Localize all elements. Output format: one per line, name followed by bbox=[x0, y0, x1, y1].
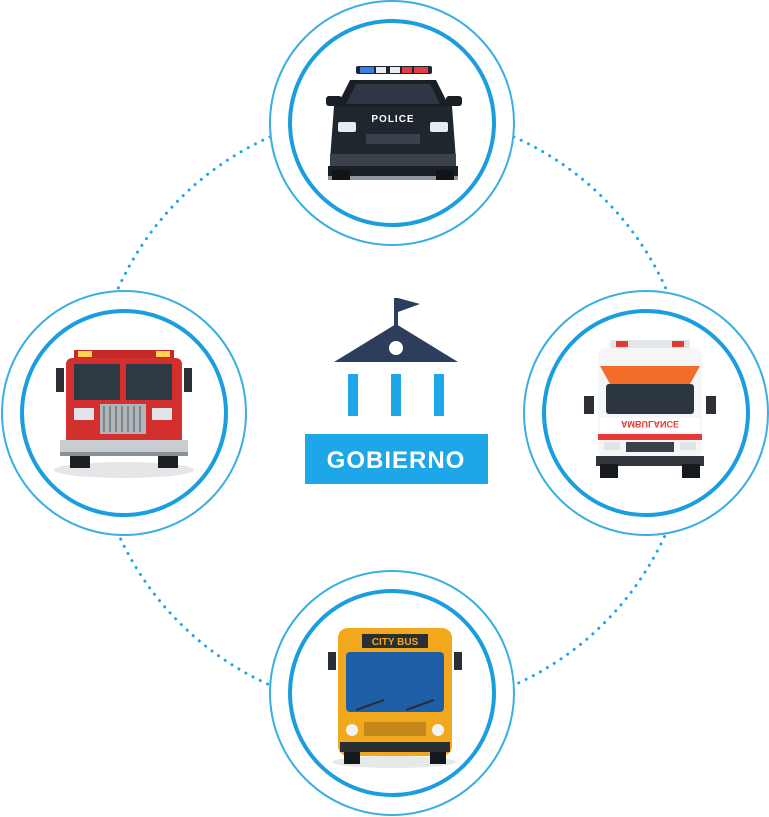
government-label-bg bbox=[305, 434, 488, 484]
ambulance-icon: AMBULANCE bbox=[584, 340, 716, 478]
government-label: GOBIERNO bbox=[327, 447, 466, 474]
city-bus-text: CITY BUS bbox=[372, 637, 419, 648]
government-center: GOBIERNO bbox=[305, 298, 488, 484]
police-node-inner-ring bbox=[288, 19, 496, 227]
fire-node-outer-ring bbox=[1, 290, 247, 536]
police-node: POLICE bbox=[269, 0, 515, 246]
ambulance-node: AMBULANCE bbox=[523, 290, 769, 536]
city-bus-node: CITY BUS bbox=[269, 570, 515, 816]
fire-truck-node bbox=[1, 290, 247, 536]
government-building-icon bbox=[334, 298, 458, 416]
police-car-icon: POLICE bbox=[326, 66, 462, 180]
police-node-outer-ring bbox=[269, 0, 515, 246]
bus-node-inner-ring bbox=[288, 589, 496, 797]
ambulance-node-inner-ring bbox=[542, 309, 750, 517]
fire-truck-icon bbox=[54, 350, 194, 478]
city-bus-icon: CITY BUS bbox=[328, 628, 462, 768]
ambulance-node-outer-ring bbox=[523, 290, 769, 536]
police-car-text: POLICE bbox=[371, 114, 414, 125]
bus-node-outer-ring bbox=[269, 570, 515, 816]
fire-node-inner-ring bbox=[20, 309, 228, 517]
ambulance-text: AMBULANCE bbox=[621, 419, 679, 429]
